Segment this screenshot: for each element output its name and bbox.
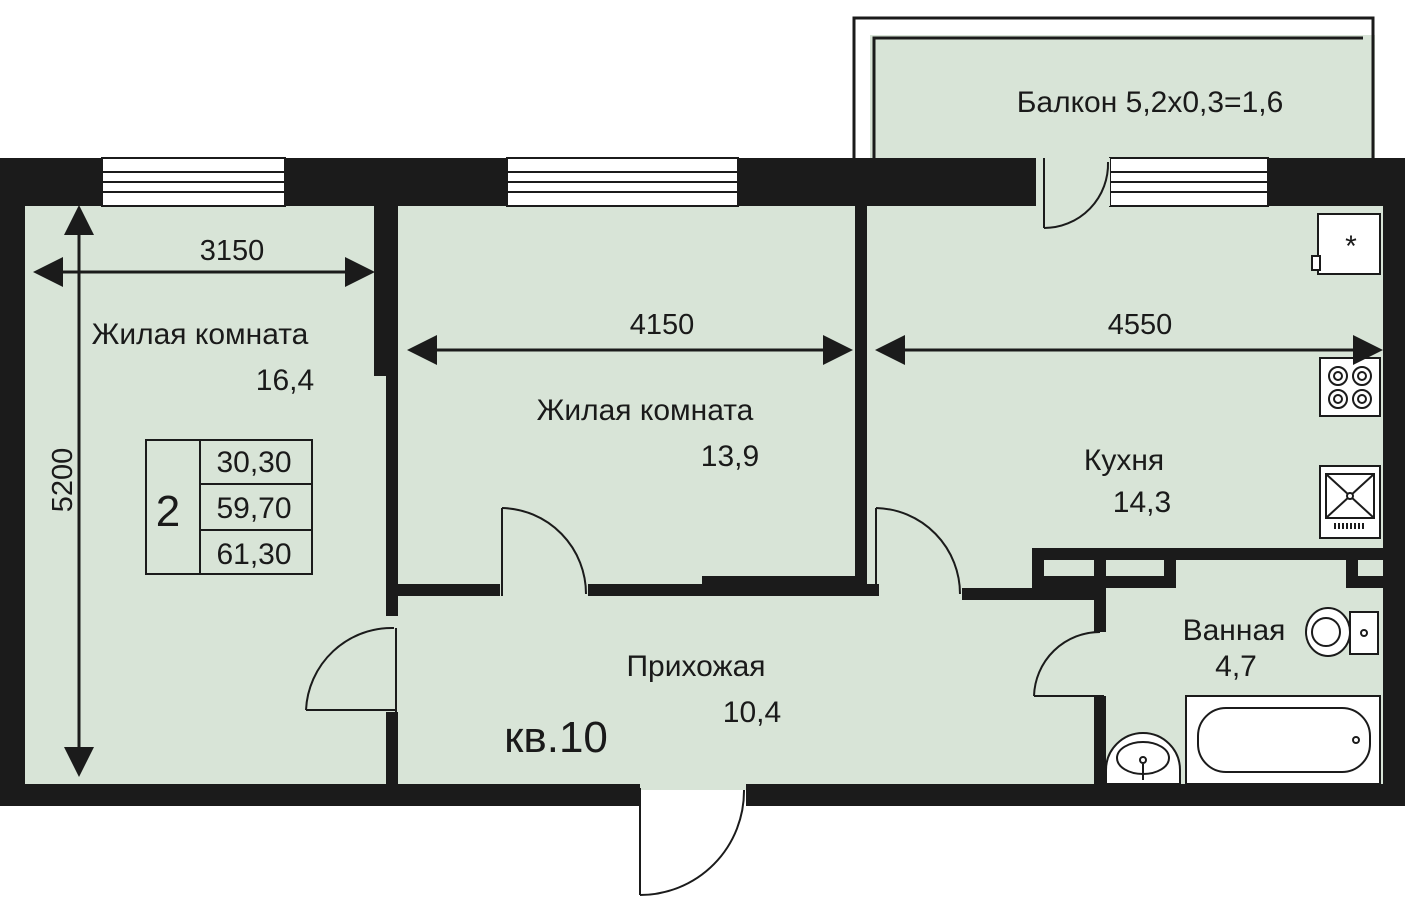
toilet-icon (1305, 607, 1379, 657)
balcony (852, 16, 1375, 160)
door-swing-icon (639, 788, 746, 896)
room-name-hall: Прихожая (626, 650, 765, 683)
window-icon (101, 157, 286, 207)
room-area-kitchen: 14,3 (1113, 486, 1171, 519)
dim-living1-width: 3150 (200, 235, 265, 267)
door-swing-icon (1036, 158, 1110, 229)
dim-depth: 5200 (47, 448, 79, 513)
interior-walls (374, 206, 1383, 784)
door-swing-icon (305, 626, 397, 712)
room-area-bathroom: 4,7 (1215, 650, 1257, 683)
dim-living2-width: 4150 (630, 309, 695, 341)
total-with-balcony: 61,30 (216, 538, 291, 571)
door-swing-icon (501, 507, 587, 596)
washbasin-icon (1105, 732, 1181, 785)
refrigerator-icon (1311, 213, 1381, 275)
apartment-number: кв.10 (504, 713, 608, 762)
bathtub-icon (1185, 695, 1381, 785)
room-name-living1: Жилая комната (92, 318, 309, 351)
room-area-hall: 10,4 (723, 696, 781, 729)
door-swing-icon (875, 507, 961, 596)
window-icon (506, 157, 739, 207)
floor-fill (18, 35, 1386, 790)
room-name-kitchen: Кухня (1084, 444, 1164, 477)
room-name-living2: Жилая комната (537, 394, 754, 427)
room-name-bathroom: Ванная (1183, 614, 1286, 647)
window-icon (1109, 157, 1269, 207)
area-summary-table (145, 439, 313, 575)
room-area-living2: 13,9 (701, 440, 759, 473)
outer-walls (0, 158, 1405, 806)
door-swing-icon (1033, 631, 1104, 697)
dimension-arrow-icon (33, 205, 1383, 777)
snowflake-icon: * (1345, 230, 1357, 263)
rooms-count: 2 (156, 487, 180, 536)
dim-kitchen-width: 4550 (1108, 309, 1173, 341)
balcony-label: Балкон 5,2х0,3=1,6 (1017, 86, 1284, 119)
stove-icon (1319, 357, 1381, 417)
total-area: 59,70 (216, 492, 291, 525)
room-area-living1: 16,4 (256, 364, 314, 397)
sink-icon (1319, 465, 1381, 539)
living-area: 30,30 (216, 446, 291, 479)
